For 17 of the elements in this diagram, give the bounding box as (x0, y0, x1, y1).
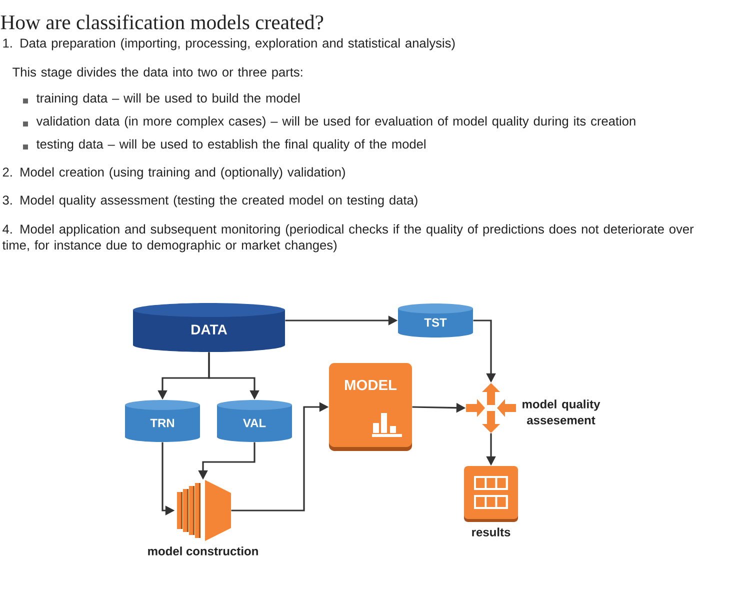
heading: How are classification models created? (0, 14, 324, 30)
database-cylinder: TST (398, 304, 473, 338)
model-box: MODEL (329, 363, 412, 451)
node-caption: model construction (148, 546, 258, 556)
database-cylinder: DATA (133, 303, 285, 352)
database-cylinder: VAL (217, 400, 292, 442)
list-item: 2. Model creation (using training and (optionally) validation) (2, 167, 345, 180)
bullet-item: training data – will be used to build the model (36, 93, 300, 106)
node-caption: results (472, 528, 510, 536)
paragraph: This stage divides the data into two or three parts: (12, 67, 302, 80)
database-cylinder: TRN (125, 400, 200, 442)
list-item: 3. Model quality assessment (testing the created model on testing data) (2, 195, 418, 208)
node-caption: model quality assesement (522, 400, 600, 424)
list-item: 1. Data preparation (importing, processing, exploration and statistical analysis) (3, 38, 455, 50)
list-item: 4. Model application and subsequent monitoring (periodical checks if the quality of predictions does not deteriorate over time, for instance due to demographic or market changes) (2, 224, 694, 252)
bullet-item: testing data – will be used to establish the final quality of the model (36, 139, 426, 152)
bullet-item: validation data (in more complex cases) – will be used for evaluation of model quality during its creation (36, 116, 636, 128)
